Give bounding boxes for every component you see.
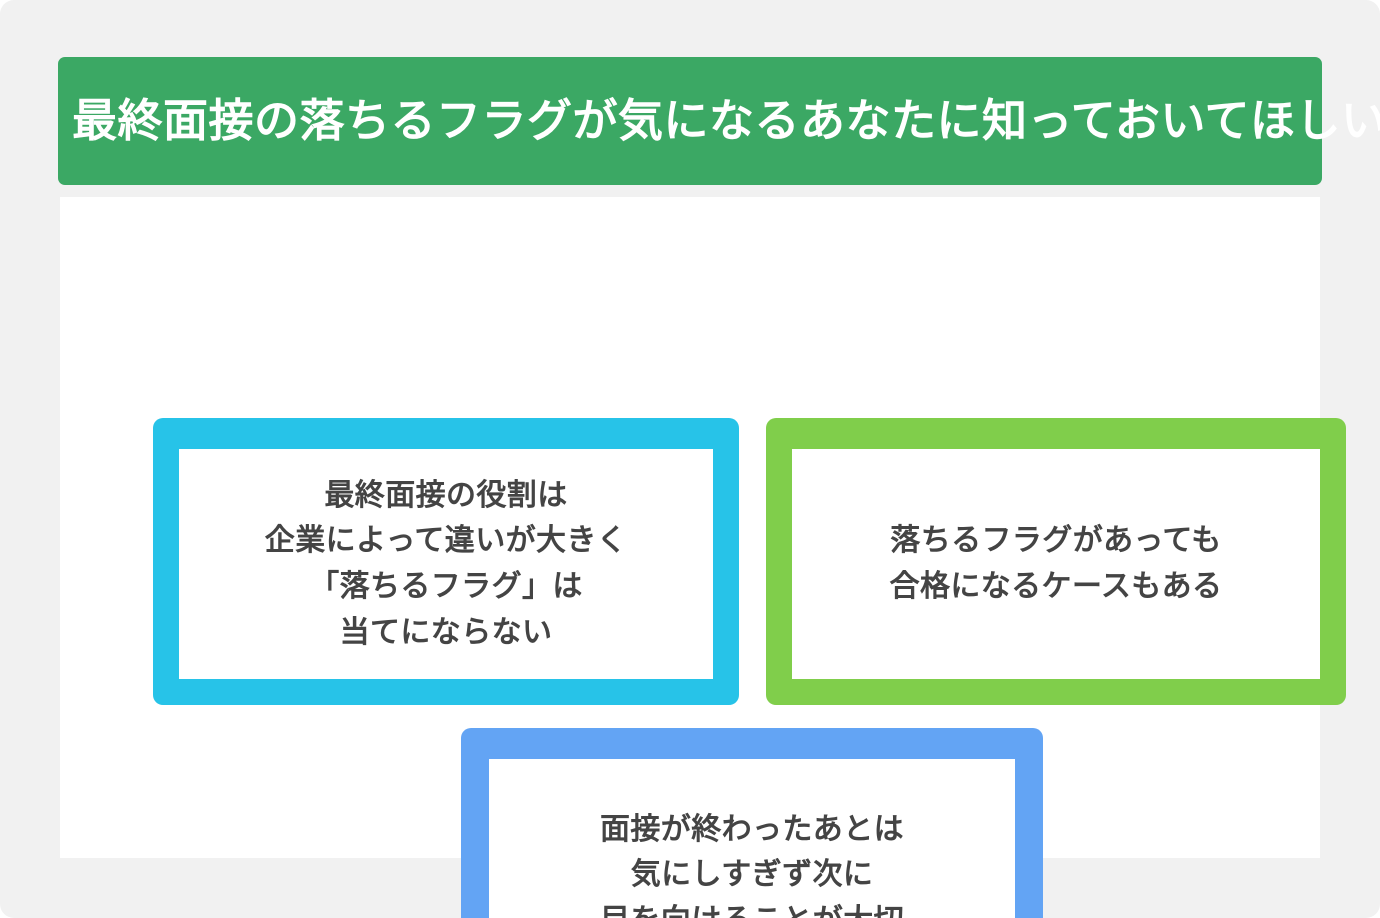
card-inner-surface: 最終面接の役割は 企業によって違いが大きく 「落ちるフラグ」は 当てにならない	[179, 449, 713, 679]
card-pass-text: 落ちるフラグがあっても 合格になるケースもある	[889, 524, 1223, 603]
card-role-text: 最終面接の役割は 企業によって違いが大きく 「落ちるフラグ」は 当てにならない	[264, 478, 628, 649]
page-title: 最終面接の落ちるフラグが気になるあなたに知っておいてほしいこと	[72, 95, 1380, 147]
card-inner-surface: 落ちるフラグがあっても 合格になるケースもある	[792, 449, 1320, 679]
card-inner-surface: 面接が終わったあとは 気にしすぎず次に 目を向けることが大切	[489, 759, 1015, 918]
content-panel: 最終面接の役割は 企業によって違いが大きく 「落ちるフラグ」は 当てにならない …	[60, 197, 1346, 918]
card-final-interview-role: 最終面接の役割は 企業によって違いが大きく 「落ちるフラグ」は 当てにならない	[153, 418, 739, 705]
header-banner: 最終面接の落ちるフラグが気になるあなたに知っておいてほしいこと	[58, 57, 1380, 185]
card-move-on-next: 面接が終わったあとは 気にしすぎず次に 目を向けることが大切	[461, 728, 1043, 918]
card-pass-despite-flag: 落ちるフラグがあっても 合格になるケースもある	[766, 418, 1346, 705]
card-next-text: 面接が終わったあとは 気にしすぎず次に 目を向けることが大切	[600, 812, 904, 918]
